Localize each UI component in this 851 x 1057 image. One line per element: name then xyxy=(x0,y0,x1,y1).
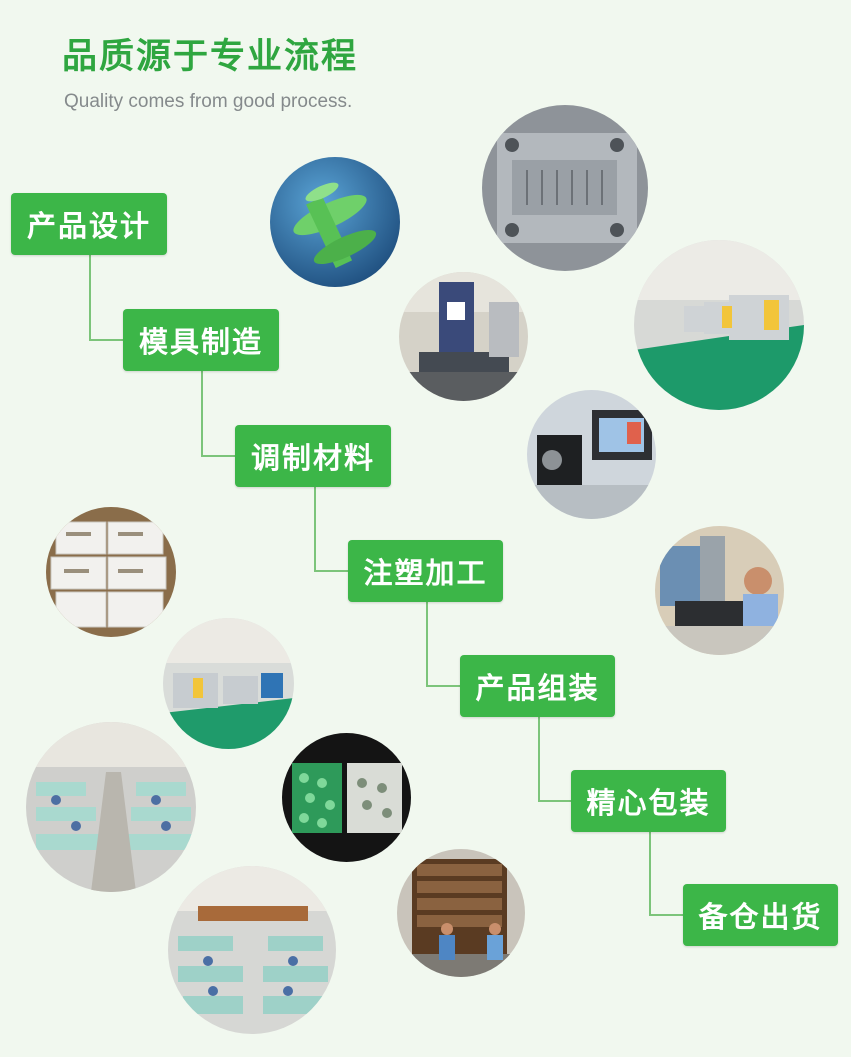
step-label: 备仓出货 xyxy=(698,900,823,934)
step-label: 调制材料 xyxy=(250,441,375,475)
photo-measuring-station xyxy=(527,390,656,519)
step-label: 产品设计 xyxy=(26,209,151,243)
step-label: 精心包装 xyxy=(586,786,711,820)
step-material-mixing: 调制材料 xyxy=(235,425,391,487)
photo-injection-workshop xyxy=(634,240,804,410)
page-subtitle: Quality comes from good process. xyxy=(64,91,353,112)
step-label: 产品组装 xyxy=(475,671,600,705)
step-careful-packaging: 精心包装 xyxy=(571,770,726,832)
photo-cnc-machine xyxy=(399,272,528,401)
step-injection-molding: 注塑加工 xyxy=(348,540,503,602)
step-product-assembly: 产品组装 xyxy=(460,655,615,717)
step-product-design: 产品设计 xyxy=(11,193,167,255)
photo-3d-part-render xyxy=(270,157,400,287)
step-label: 模具制造 xyxy=(138,325,263,359)
photo-container-loading xyxy=(397,849,525,977)
photo-packaged-bags xyxy=(282,733,411,862)
photo-molding-line xyxy=(163,618,294,749)
step-warehouse-shipping: 备仓出货 xyxy=(683,884,838,946)
page-title: 品质源于专业流程 xyxy=(62,37,359,77)
photo-assembly-floor xyxy=(26,722,196,892)
photo-material-bags xyxy=(46,507,176,637)
photo-warehouse-workshop xyxy=(168,866,336,1034)
step-mold-making: 模具制造 xyxy=(123,309,279,371)
step-label: 注塑加工 xyxy=(363,556,488,590)
photo-testing-operator xyxy=(655,526,784,655)
photo-mold-block xyxy=(482,105,648,271)
